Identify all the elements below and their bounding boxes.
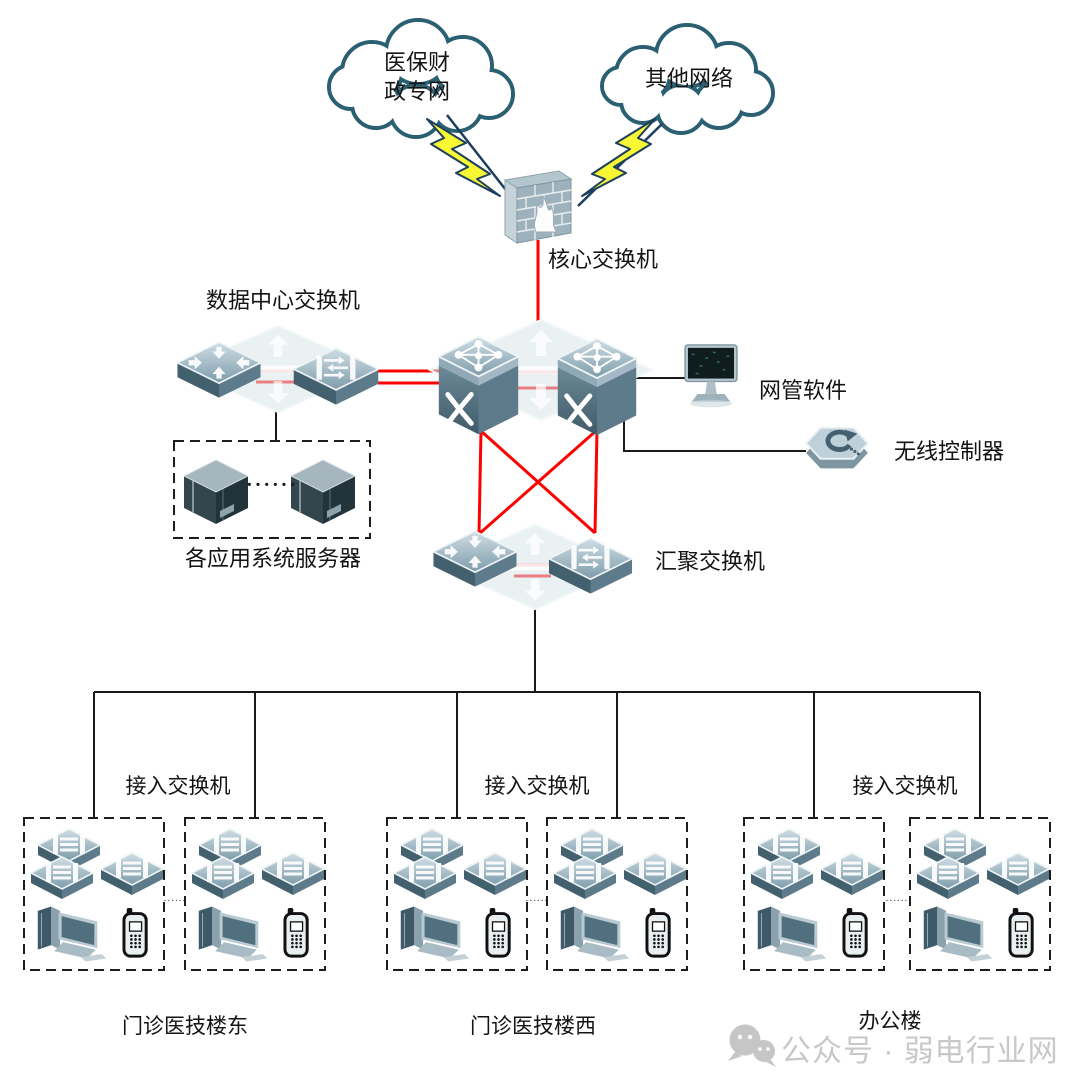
building-label-east: 门诊医技楼东 xyxy=(122,1014,248,1038)
link-core-agg-mesh xyxy=(477,428,599,536)
access-switch-label-2: 接入交换机 xyxy=(484,774,590,798)
cluster-ellipsis-1: ...... xyxy=(163,893,187,904)
cluster-ellipsis-3: ...... xyxy=(885,893,909,904)
watermark-text: 公众号 · 弱电行业网 xyxy=(781,1035,1059,1068)
access-cluster-3 xyxy=(387,818,527,970)
cloud-left-label: 医保财 政专网 xyxy=(384,48,450,106)
nms-monitor-icon xyxy=(684,344,738,409)
access-cluster-4 xyxy=(547,818,687,970)
nms-label: 网管软件 xyxy=(759,378,848,403)
building-label-office: 办公楼 xyxy=(858,1009,922,1033)
wireless-controller-icon xyxy=(806,428,868,469)
cloud-right-label: 其他网络 xyxy=(644,66,734,91)
access-cluster-5 xyxy=(744,818,884,970)
wan-links xyxy=(446,114,663,207)
lightning-left-icon xyxy=(426,118,501,197)
cloud-left-icon xyxy=(327,18,515,139)
access-cluster-6 xyxy=(910,818,1050,970)
access-switch-label-1: 接入交换机 xyxy=(125,774,231,798)
wechat-icon xyxy=(728,1024,776,1067)
lightning-right-icon xyxy=(581,118,656,197)
aggregation-switch-label: 汇聚交换机 xyxy=(655,549,766,574)
access-cluster-1 xyxy=(24,818,164,970)
cloud-left-line1: 医保财 xyxy=(383,50,451,75)
cloud-right-icon xyxy=(600,23,775,135)
server-ellipsis: ······ xyxy=(245,474,299,496)
flame-icon xyxy=(533,195,559,233)
access-cluster-2 xyxy=(185,818,325,970)
app-servers-label: 各应用系统服务器 xyxy=(185,546,362,571)
core-switch-icon xyxy=(428,318,654,435)
wireless-controller-label: 无线控制器 xyxy=(894,439,1005,464)
datacenter-switch-icon xyxy=(176,324,380,414)
servers-group-box xyxy=(173,440,371,539)
server-icon-2 xyxy=(290,459,356,525)
lightning-bolts xyxy=(426,118,656,197)
firewall-icon xyxy=(503,170,573,244)
access-switch-label-3: 接入交换机 xyxy=(852,774,958,798)
datacenter-switch-label: 数据中心交换机 xyxy=(206,288,361,313)
aggregation-switch-icon xyxy=(432,523,633,611)
server-icon-1 xyxy=(183,459,249,525)
core-switch-label: 核心交换机 xyxy=(548,247,659,272)
cloud-left-line2: 政专网 xyxy=(383,79,451,104)
building-label-west: 门诊医技楼西 xyxy=(470,1014,596,1038)
cluster-ellipsis-2: ...... xyxy=(525,893,549,904)
